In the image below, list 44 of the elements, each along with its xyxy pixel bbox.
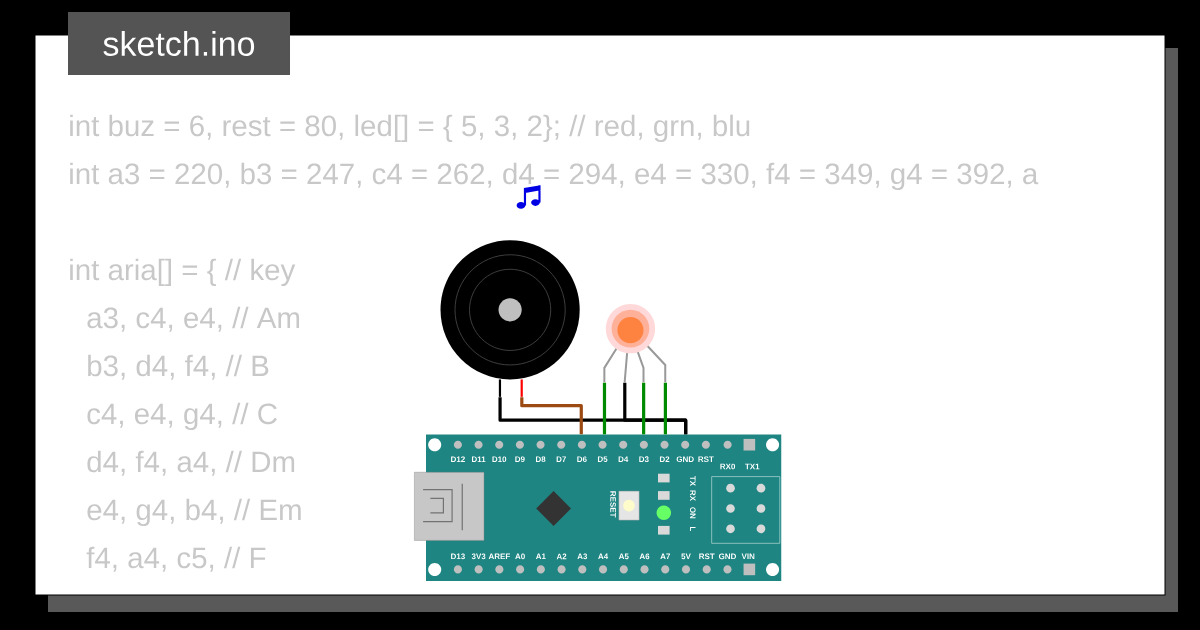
tab-label: sketch.ino	[68, 12, 290, 75]
pin-label: A1	[535, 553, 546, 560]
pin-label: RST	[699, 553, 715, 560]
wire	[623, 382, 688, 435]
pin-label: A7	[660, 553, 670, 560]
wire	[642, 382, 646, 435]
pin-label: A6	[639, 553, 650, 560]
wire	[520, 397, 583, 435]
pin-label: A5	[618, 553, 629, 560]
pin-label: D11	[472, 456, 486, 462]
pin-label: GND	[676, 456, 694, 463]
pin-label: D10	[492, 456, 507, 463]
pin-label: 3V3	[471, 553, 486, 560]
pin-label: D12	[451, 456, 465, 462]
pin-label: A3	[577, 553, 588, 560]
led-label: TX	[690, 475, 696, 486]
led-label: ON	[689, 507, 696, 519]
pin-label: D13	[451, 553, 465, 560]
pin-label: VIN	[741, 553, 755, 560]
led-label: RX	[690, 490, 696, 501]
wire	[663, 382, 667, 435]
pin-label: D4	[618, 456, 629, 462]
pin-label: 5V	[681, 553, 691, 560]
pin-label: D6	[577, 456, 587, 463]
wire	[602, 382, 607, 435]
pin-label: A0	[515, 553, 525, 560]
pin-label: RST	[698, 456, 714, 463]
rgb-led-drawing	[603, 304, 667, 384]
pin-label: AREF	[488, 553, 510, 560]
microcontroller-board-drawing	[414, 434, 782, 581]
pin-label: RX0	[720, 463, 736, 470]
pin-label: D3	[639, 456, 649, 463]
pin-label: GND	[718, 553, 736, 560]
pin-label: D7	[556, 456, 566, 462]
button-label: RESET	[610, 491, 616, 518]
pin-label: D8	[536, 456, 546, 463]
led-label: L	[690, 526, 696, 531]
pin-label: D9	[515, 456, 525, 463]
pin-label: D2	[659, 456, 670, 462]
pin-label: A2	[556, 553, 567, 560]
pin-label: D5	[597, 456, 608, 462]
buzzer-drawing	[440, 240, 580, 397]
pin-label: A4	[598, 553, 609, 560]
pin-label: TX1	[745, 463, 760, 470]
